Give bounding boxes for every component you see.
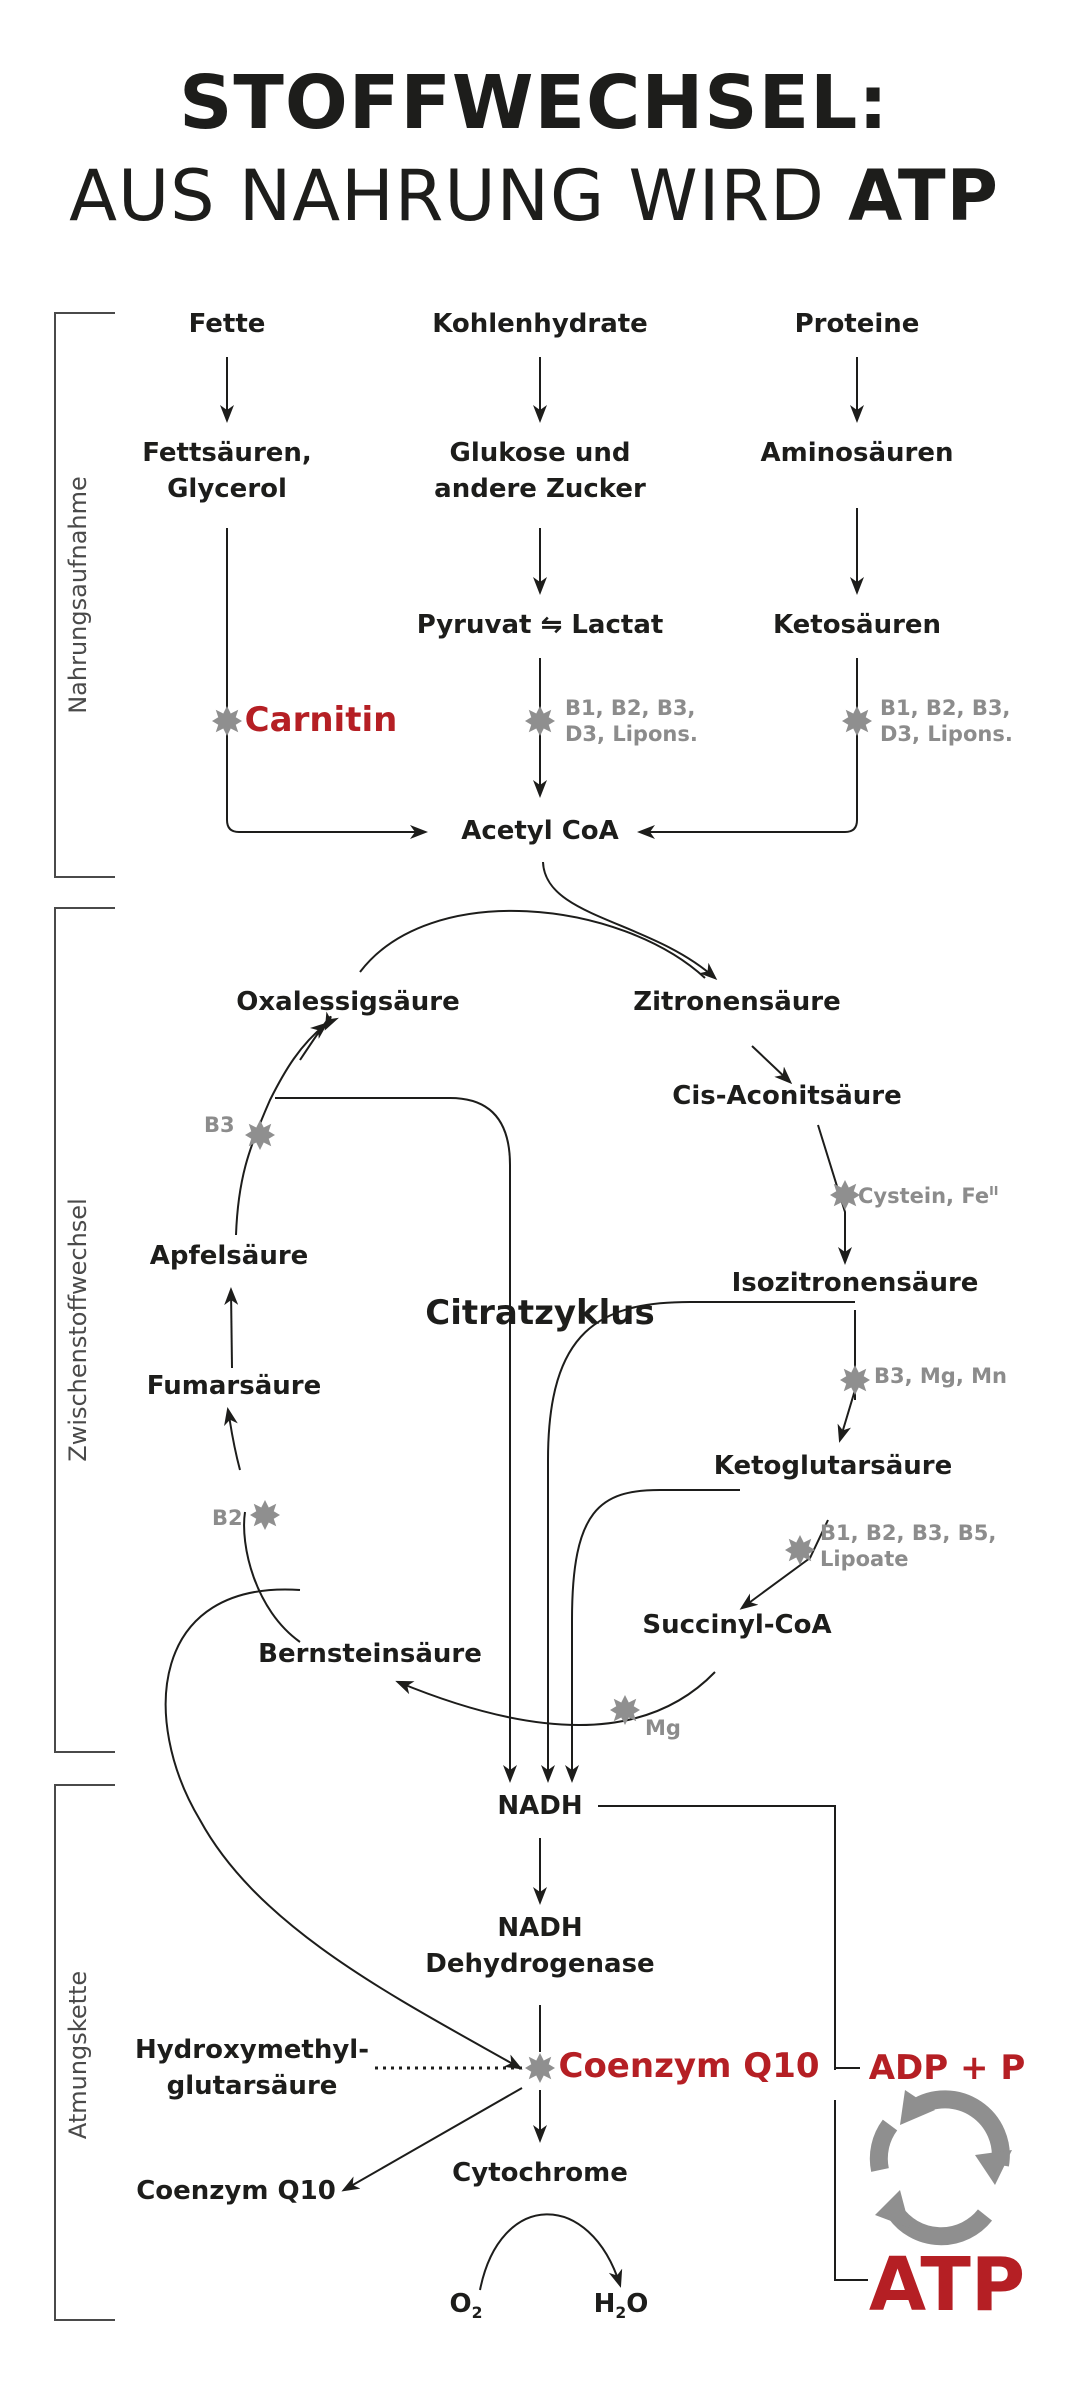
cofactor-cystein-text: Cystein, Fe xyxy=(858,1184,990,1208)
node-oxalessigsaeure: Oxalessigsäure xyxy=(236,987,460,1017)
node-nadh: NADH xyxy=(497,1791,583,1821)
node-ketoglutarsaeure: Ketoglutarsäure xyxy=(713,1451,953,1481)
node-hydroxymethylglutarsaeure: Hydroxymethyl-glutarsäure xyxy=(135,2032,369,2104)
cofactor-mg: Mg xyxy=(645,1716,681,1740)
node-acetyl-coa: Acetyl CoA xyxy=(461,816,619,846)
label-atp: ATP xyxy=(868,2242,1026,2328)
label-carnitin: Carnitin xyxy=(244,700,398,740)
cofactor-star-mid xyxy=(525,706,555,736)
node-coenzym-q10-main: Coenzym Q10 xyxy=(558,2046,820,2086)
node-ketosaeuren: Ketosäuren xyxy=(772,610,942,640)
cofactor-star-q10 xyxy=(525,2053,555,2083)
node-proteine: Proteine xyxy=(794,309,920,339)
cofactor-star-b3 xyxy=(245,1120,275,1150)
o2-sub: 2 xyxy=(471,2304,483,2323)
cofactor-star-mg xyxy=(610,1695,640,1725)
cofactor-star-b1b5 xyxy=(785,1535,815,1565)
node-fette: Fette xyxy=(188,309,266,339)
equilibrium-arrows-icon: ⇋ xyxy=(540,610,563,640)
node-aminosaeuren: Aminosäuren xyxy=(760,438,954,468)
cofactor-right-line2: D3, Lipons. xyxy=(880,722,1013,746)
node-succinyl-coa: Succinyl-CoA xyxy=(642,1610,832,1640)
node-pyruvat-lactat: Pyruvat ⇋ Lactat xyxy=(417,607,664,643)
node-nadh-dehydrogenase: NADH Dehydrogenase xyxy=(425,1910,654,1982)
cofactor-b3-mg-mn: B3, Mg, Mn xyxy=(874,1364,1007,1388)
cofactor-star-b3mgmn xyxy=(840,1365,870,1395)
node-lactat: Lactat xyxy=(571,610,664,640)
node-glukose-line1: Glukose und xyxy=(449,438,631,468)
cofactor-cystein: Cystein, FeII xyxy=(858,1178,998,1209)
cofactor-b2: B2 xyxy=(212,1506,243,1530)
cofactor-star-cystein xyxy=(830,1180,860,1210)
cofactor-b1-b5-line1: B1, B2, B3, B5, xyxy=(820,1521,997,1545)
node-zitronensaeure: Zitronensäure xyxy=(633,987,841,1017)
section-label-atmungskette: Atmungskette xyxy=(64,1970,92,2140)
node-hmg-line1: Hydroxymethyl- xyxy=(134,2035,370,2065)
node-kohlenhydrate: Kohlenhydrate xyxy=(432,309,648,339)
node-pyruvat: Pyruvat xyxy=(416,610,532,640)
node-h2o: H2O xyxy=(594,2286,649,2331)
cofactor-right: B1, B2, B3,D3, Lipons. xyxy=(880,695,1013,747)
h2o-sub: 2 xyxy=(615,2304,627,2323)
node-fettsaeuren: Fettsäuren, Glycerol xyxy=(142,435,312,507)
node-isozitronensaeure: Isozitronensäure xyxy=(731,1268,979,1298)
cofactor-b3: B3 xyxy=(204,1113,235,1137)
cofactor-star-right xyxy=(842,706,872,736)
title-line-2: AUS NAHRUNG WIRD ATP xyxy=(0,155,1068,237)
h2o-o: O xyxy=(626,2289,649,2319)
node-coenzym-q10-left: Coenzym Q10 xyxy=(136,2176,336,2206)
node-cytochrome: Cytochrome xyxy=(452,2158,628,2188)
node-glukose: Glukose und andere Zucker xyxy=(434,435,646,507)
label-citratzyklus: Citratzyklus xyxy=(425,1293,655,1333)
section-label-zwischenstoffwechsel: Zwischenstoffwechsel xyxy=(64,1198,92,1462)
node-nadh-dehydrogenase-line1: NADH xyxy=(497,1913,583,1943)
node-apfelsaeure: Apfelsäure xyxy=(149,1241,309,1271)
cofactor-star-b2 xyxy=(250,1500,280,1530)
section-label-nahrungsaufnahme: Nahrungsaufnahme xyxy=(64,476,92,714)
cofactor-mid-line2: D3, Lipons. xyxy=(565,722,698,746)
cofactor-mid-line1: B1, B2, B3, xyxy=(565,696,696,720)
title-line-2-prefix: AUS NAHRUNG WIRD xyxy=(69,155,849,237)
cofactor-right-line1: B1, B2, B3, xyxy=(880,696,1011,720)
o2-o: O xyxy=(449,2289,472,2319)
cofactor-cystein-sup: II xyxy=(989,1183,999,1198)
node-o2: O2 xyxy=(450,2286,483,2331)
node-hmg-line2: glutarsäure xyxy=(166,2071,338,2101)
cofactor-b1-b5-line2: Lipoate xyxy=(820,1547,909,1571)
h2o-h: H xyxy=(593,2289,616,2319)
node-fettsaeuren-line1: Fettsäuren, xyxy=(142,438,312,468)
cofactor-mid: B1, B2, B3,D3, Lipons. xyxy=(565,695,698,747)
node-cis-aconitsaeure: Cis-Aconitsäure xyxy=(672,1081,902,1111)
cofactor-star-carnitin xyxy=(212,706,242,736)
node-nadh-dehydrogenase-line2: Dehydrogenase xyxy=(425,1949,655,1979)
node-glukose-line2: andere Zucker xyxy=(434,474,646,504)
cofactor-b1-b5: B1, B2, B3, B5,Lipoate xyxy=(820,1520,996,1572)
node-fumarsaeure: Fumarsäure xyxy=(146,1371,322,1401)
node-fettsaeuren-line2: Glycerol xyxy=(167,474,287,504)
title-line-1: STOFFWECHSEL: xyxy=(179,60,889,146)
title-atp: ATP xyxy=(848,155,999,237)
node-bernsteinsaeure: Bernsteinsäure xyxy=(258,1639,482,1669)
label-adp-p: ADP + P xyxy=(868,2048,1026,2088)
